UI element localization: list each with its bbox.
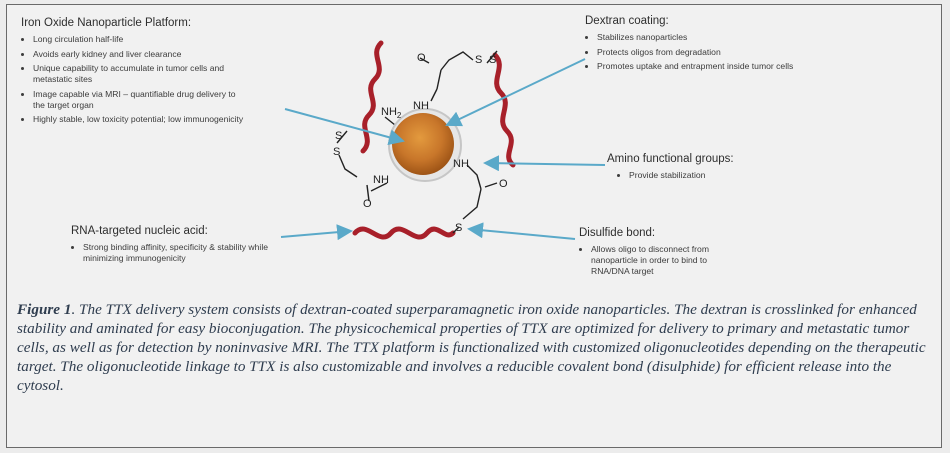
dextran-list: Stabilizes nanoparticles Protects oligos… (585, 32, 845, 72)
platform-item: Unique capability to accumulate in tumor… (33, 63, 251, 85)
atom-s-top-1: S (475, 54, 482, 66)
figure-caption: Figure 1. The TTX delivery system consis… (17, 300, 932, 395)
diagram: S S O NH NH2 S S NH O NH O S Iron Oxide … (7, 5, 941, 293)
dextran-item: Stabilizes nanoparticles (597, 32, 845, 43)
rna-list: Strong binding affinity, specificity & s… (71, 242, 301, 264)
atom-s-left-2: S (333, 146, 340, 158)
linker-bonds (336, 50, 498, 234)
rna-item: Strong binding affinity, specificity & s… (83, 242, 288, 264)
diagram-graphic: S S O NH NH2 S S NH O NH O S (280, 40, 606, 241)
platform-item: Avoids early kidney and liver clearance (33, 49, 283, 60)
disulfide-heading: Disulfide bond: (579, 227, 656, 239)
amino-block: Amino functional groups: Provide stabili… (607, 153, 847, 185)
platform-heading: Iron Oxide Nanoparticle Platform: (21, 17, 192, 29)
atom-o-left: O (363, 198, 372, 210)
platform-block: Iron Oxide Nanoparticle Platform: Long c… (21, 17, 283, 129)
iron-oxide-core (392, 113, 454, 175)
platform-list: Long circulation half-life Avoids early … (21, 34, 283, 125)
rna-block: RNA-targeted nucleic acid: Strong bindin… (71, 225, 301, 268)
atom-o-top: O (417, 52, 426, 64)
atom-nh-right: NH (453, 158, 469, 170)
atom-s-left-1: S (335, 130, 342, 142)
arrow-platform (284, 108, 405, 146)
arrow-dextran (445, 58, 586, 127)
arrow-amino (483, 155, 606, 172)
atom-nh2: NH2 (381, 106, 402, 120)
oligo-strand-top-right (492, 52, 516, 168)
atom-s-top-2: S (489, 54, 496, 66)
caption-text: . The TTX delivery system consists of de… (17, 301, 926, 395)
platform-item: Image capable via MRI – quantifiable dru… (33, 89, 243, 111)
callout-arrows (280, 58, 606, 241)
amino-heading: Amino functional groups: (607, 153, 734, 165)
amino-list: Provide stabilization (607, 170, 847, 181)
disulfide-list: Allows oligo to disconnect from nanopart… (579, 244, 779, 277)
oligo-strand-top-left (360, 40, 384, 154)
atom-nh-left: NH (373, 174, 389, 186)
arrow-rna (280, 224, 353, 241)
dextran-heading: Dextran coating: (585, 15, 669, 27)
atom-s-bottom: S (455, 222, 462, 234)
arrow-disulfide (467, 222, 576, 240)
amino-item: Provide stabilization (629, 170, 847, 181)
platform-item: Long circulation half-life (33, 34, 283, 45)
dextran-block: Dextran coating: Stabilizes nanoparticle… (585, 15, 845, 76)
figure-frame: S S O NH NH2 S S NH O NH O S Iron Oxide … (6, 4, 942, 448)
disulfide-item: Allows oligo to disconnect from nanopart… (591, 244, 741, 277)
caption-label: Figure 1 (17, 301, 72, 318)
dextran-item: Protects oligos from degradation (597, 47, 845, 58)
platform-item: Highly stable, low toxicity potential; l… (33, 114, 247, 125)
dextran-item: Promotes uptake and entrapment inside tu… (597, 61, 829, 72)
oligo-strand-bottom (352, 226, 456, 240)
atom-nh-top: NH (413, 100, 429, 112)
atom-o-right: O (499, 178, 508, 190)
disulfide-block: Disulfide bond: Allows oligo to disconne… (579, 227, 779, 281)
rna-heading: RNA-targeted nucleic acid: (71, 225, 208, 237)
